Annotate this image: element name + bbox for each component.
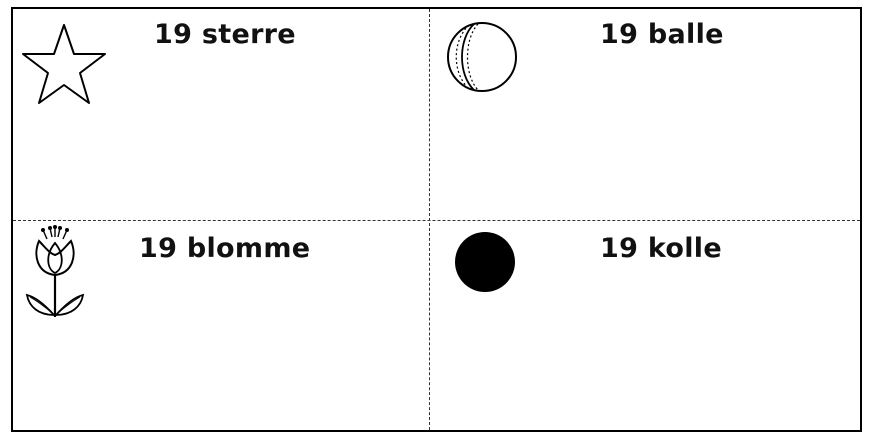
card-sterre: 19 sterre (13, 9, 428, 219)
card-kolle: 19 kolle (430, 221, 845, 431)
black-dot-icon (452, 229, 518, 299)
card-balle: 19 balle (430, 9, 845, 219)
card-label: 19 balle (600, 19, 724, 50)
card-label: 19 kolle (600, 233, 722, 264)
star-icon (19, 21, 109, 111)
horizontal-cut-line (13, 220, 860, 221)
card-label: 19 sterre (154, 19, 296, 50)
ball-icon (442, 17, 520, 101)
vertical-cut-line (429, 9, 430, 430)
card-blomme: 19 blomme (13, 221, 428, 431)
card-label: 19 blomme (139, 233, 311, 264)
tulip-icon (25, 225, 85, 325)
card-sheet: 19 sterre 19 balle (11, 7, 862, 432)
